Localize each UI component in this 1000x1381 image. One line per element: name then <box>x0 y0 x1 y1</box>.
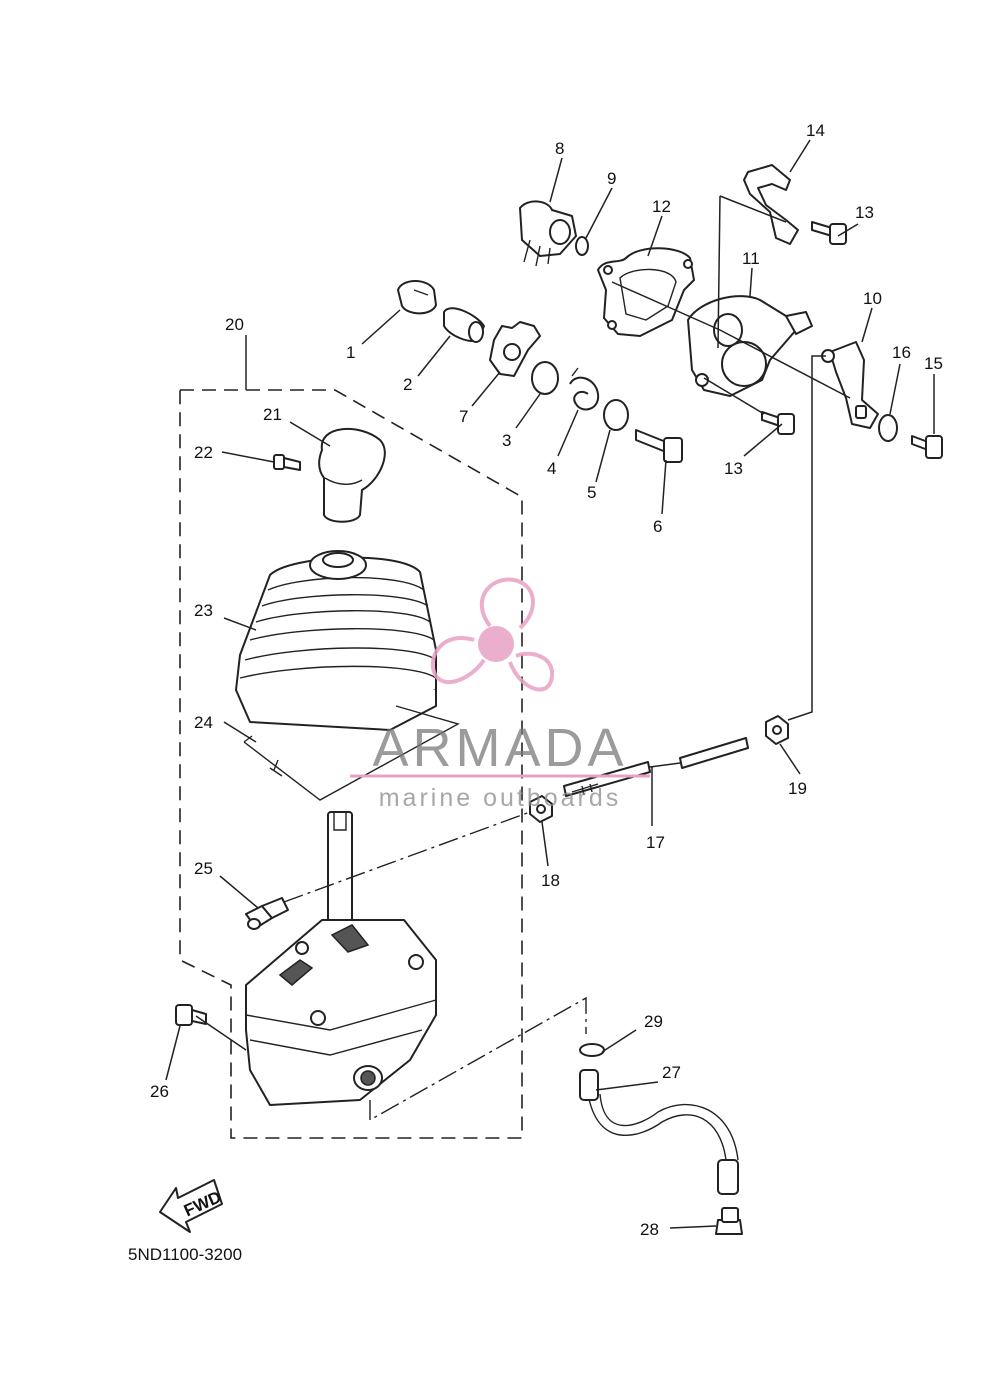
boot-part <box>235 550 437 731</box>
label-3: 3 <box>502 431 511 450</box>
label-4: 4 <box>547 459 556 478</box>
label-22: 22 <box>194 443 213 462</box>
label-15: 15 <box>924 354 943 373</box>
bolt-26-part <box>175 1004 207 1026</box>
label-24: 24 <box>194 713 213 732</box>
label-26: 26 <box>150 1082 169 1101</box>
washer-5-part <box>603 399 629 431</box>
bushing-1-part <box>397 280 437 315</box>
label-20: 20 <box>225 315 244 334</box>
label-27: 27 <box>662 1063 681 1082</box>
assembly-20-boundary <box>179 389 523 1139</box>
label-6: 6 <box>653 517 662 536</box>
label-1: 1 <box>346 343 355 362</box>
gear-7-part <box>489 321 541 377</box>
bolt-13-lower-part <box>761 411 795 435</box>
lever-base-part <box>245 811 437 1106</box>
label-10: 10 <box>863 289 882 308</box>
label-13-lower: 13 <box>724 459 743 478</box>
label-25: 25 <box>194 859 213 878</box>
fwd-arrow-icon: FWD <box>159 1179 224 1233</box>
screw-22-part <box>273 454 301 471</box>
label-19: 19 <box>788 779 807 798</box>
pin-25-part <box>245 897 289 930</box>
label-29: 29 <box>644 1012 663 1031</box>
bracket-14-part <box>743 164 799 245</box>
label-2: 2 <box>403 375 412 394</box>
watermark-logo: ARMADA marine outboards <box>350 577 650 812</box>
bolt-15-part <box>911 435 943 459</box>
bolt-13-upper-part <box>811 221 847 245</box>
label-13-upper: 13 <box>855 203 874 222</box>
rod-17-part <box>563 737 749 797</box>
oring-9-part <box>575 236 589 256</box>
watermark-brand: ARMADA <box>372 718 627 778</box>
shaft-8-part <box>519 200 577 267</box>
watermark-tagline: marine outboards <box>379 784 622 812</box>
plug-28-part <box>715 1207 743 1235</box>
label-28: 28 <box>640 1220 659 1239</box>
label-23: 23 <box>194 601 213 620</box>
housing-11-part <box>687 295 813 397</box>
nut-18-part <box>529 795 553 823</box>
diagram-code: 5ND1100-3200 <box>128 1245 242 1264</box>
washer-3-part <box>531 361 559 395</box>
propeller-icon <box>430 577 555 692</box>
leader-lines <box>165 139 935 1229</box>
callout-labels: 1 2 3 4 5 6 7 8 9 10 11 12 13 13 14 15 1… <box>150 121 943 1239</box>
nut-19-part <box>765 715 789 745</box>
bolt-6-part <box>635 429 683 463</box>
clip-24-part <box>243 705 460 801</box>
assembly-lines <box>283 195 851 1122</box>
label-7: 7 <box>459 407 468 426</box>
label-17: 17 <box>646 833 665 852</box>
label-14: 14 <box>806 121 825 140</box>
label-21: 21 <box>263 405 282 424</box>
lever-10-part <box>821 341 879 429</box>
label-5: 5 <box>587 483 596 502</box>
clamp-29-part <box>579 1043 605 1057</box>
label-11: 11 <box>742 249 760 268</box>
washer-16-part <box>878 414 898 442</box>
knob-part <box>318 427 386 523</box>
label-16: 16 <box>892 343 911 362</box>
label-8: 8 <box>555 139 564 158</box>
label-18: 18 <box>541 871 560 890</box>
collar-2-part <box>443 307 485 343</box>
label-9: 9 <box>607 169 616 188</box>
gasket-12-part <box>597 247 695 337</box>
label-12: 12 <box>652 197 671 216</box>
spring-4-part <box>569 367 600 411</box>
hose-27-part <box>579 1069 739 1195</box>
